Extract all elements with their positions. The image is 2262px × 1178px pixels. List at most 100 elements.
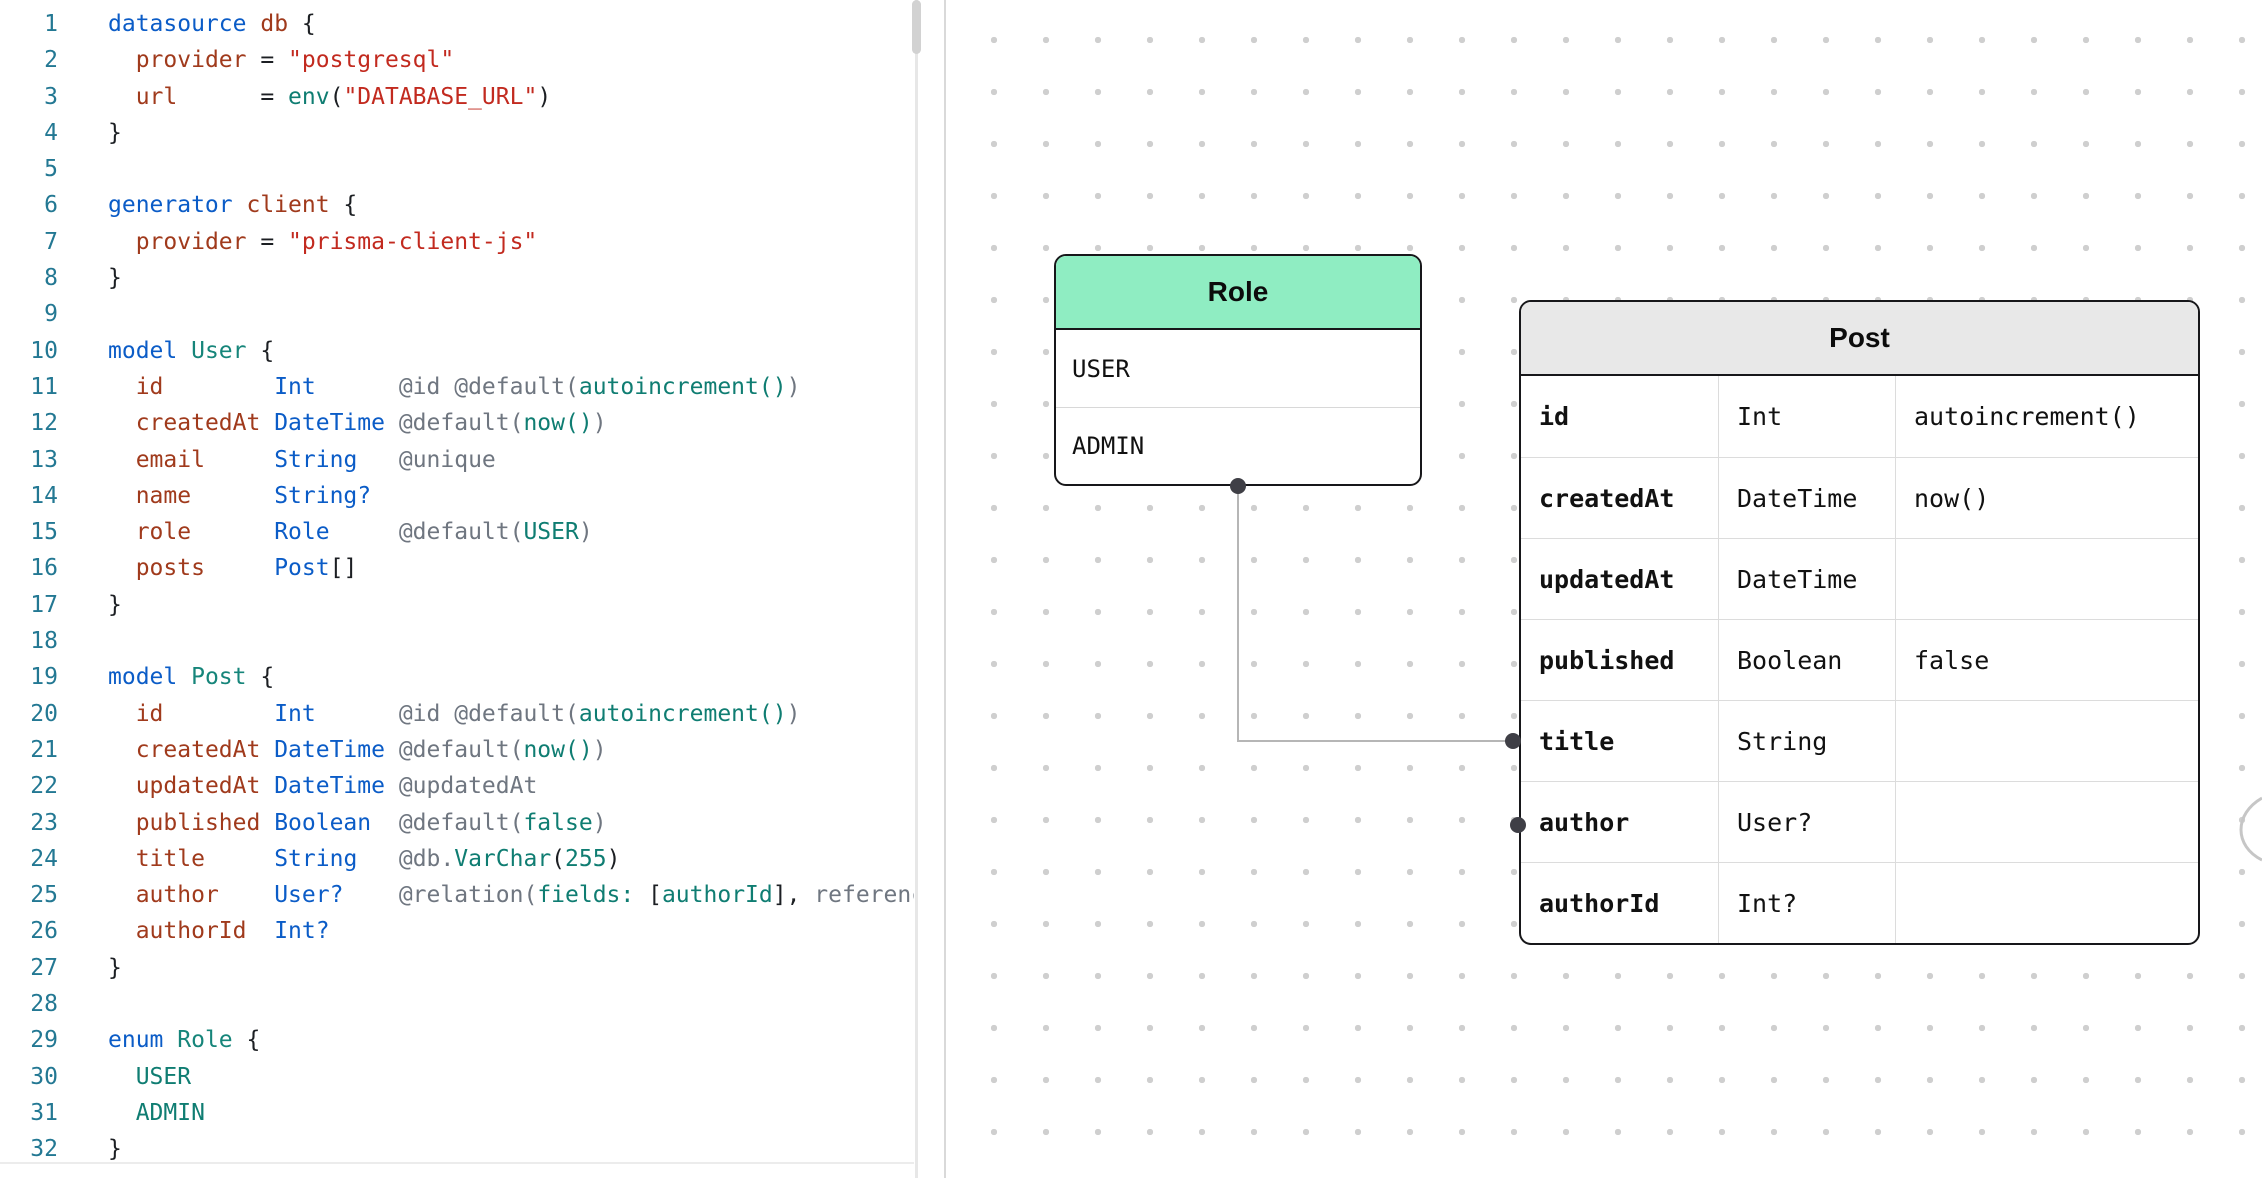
code-line[interactable]: model Post {	[108, 659, 914, 695]
line-number: 9	[44, 301, 58, 328]
code-line[interactable]: published Boolean @default(false)	[108, 805, 914, 841]
field-type-cell: Boolean	[1719, 620, 1896, 700]
line-number: 22	[30, 773, 58, 800]
pane-divider[interactable]	[944, 0, 946, 1178]
code-line[interactable]	[108, 151, 914, 187]
code-token	[108, 374, 136, 400]
line-number: 21	[30, 736, 58, 763]
line-number: 8	[44, 265, 58, 292]
offscreen-relation-edge	[2239, 796, 2262, 862]
field-type-cell: Int	[1719, 376, 1896, 457]
code-line[interactable]: title String @db.VarChar(255)	[108, 841, 914, 877]
code-token	[246, 918, 274, 944]
code-token: authorId	[661, 882, 773, 909]
code-line[interactable]: authorId Int?	[108, 913, 914, 949]
code-line[interactable]: enum Role {	[108, 1022, 914, 1058]
code-token: id	[135, 373, 164, 400]
code-token: Post	[274, 555, 330, 582]
code-line[interactable]: }	[108, 260, 914, 296]
code-line[interactable]: }	[108, 115, 914, 151]
code-token	[108, 773, 136, 799]
code-token	[191, 519, 274, 545]
code-line[interactable]: provider = "prisma-client-js"	[108, 224, 914, 260]
code-line[interactable]: updatedAt DateTime @updatedAt	[108, 768, 914, 804]
code-token	[108, 410, 136, 436]
code-token: @relation(	[398, 882, 538, 909]
edge-endpoint-handle[interactable]	[1505, 733, 1521, 749]
code-line[interactable]: role Role @default(USER)	[108, 514, 914, 550]
editor-code[interactable]: datasource db { provider = "postgresql" …	[108, 6, 914, 1174]
code-token: autoincrement()	[578, 700, 787, 727]
code-line[interactable]: id Int @id @default(autoincrement())	[108, 369, 914, 405]
code-line[interactable]: url = env("DATABASE_URL")	[108, 79, 914, 115]
code-token	[108, 882, 136, 908]
field-default-cell	[1896, 539, 2198, 619]
code-line[interactable]: model User {	[108, 333, 914, 369]
editor-scrollbar[interactable]	[915, 0, 918, 1178]
code-line[interactable]	[108, 623, 914, 659]
code-line[interactable]: email String @unique	[108, 442, 914, 478]
model-node-post-title: Post	[1521, 302, 2198, 376]
code-token: updatedAt	[135, 773, 261, 800]
field-default-cell: now()	[1914, 483, 1990, 513]
code-line[interactable]: generator client {	[108, 187, 914, 223]
code-token	[108, 555, 136, 581]
code-line[interactable]: datasource db {	[108, 6, 914, 42]
code-token	[385, 773, 399, 799]
line-number: 2	[44, 47, 58, 74]
code-token: @db.	[398, 845, 455, 872]
code-line[interactable]: id Int @id @default(autoincrement())	[108, 696, 914, 732]
role-source-handle[interactable]	[1230, 478, 1246, 494]
code-line[interactable]: createdAt DateTime @default(now())	[108, 405, 914, 441]
code-token	[330, 519, 399, 545]
code-token	[108, 229, 136, 255]
line-number: 1	[44, 11, 58, 37]
code-token	[191, 483, 274, 509]
post-author-handle[interactable]	[1510, 817, 1526, 833]
code-token: provider	[135, 228, 247, 255]
code-line[interactable]: name String?	[108, 478, 914, 514]
code-line[interactable]: provider = "postgresql"	[108, 42, 914, 78]
line-number: 3	[44, 83, 58, 110]
code-token: DateTime	[274, 773, 385, 800]
code-token: title	[135, 845, 205, 872]
field-name-cell: id	[1521, 376, 1719, 457]
line-number: 7	[44, 228, 58, 255]
field-default-cell	[1896, 782, 2198, 862]
code-line[interactable]	[108, 296, 914, 332]
code-token	[343, 882, 398, 908]
field-type-cell: User?	[1719, 782, 1896, 862]
code-line[interactable]: ADMIN	[108, 1095, 914, 1131]
code-token: email	[135, 446, 205, 473]
code-token: {	[288, 11, 316, 37]
code-line[interactable]: }	[108, 950, 914, 986]
code-token	[163, 374, 274, 400]
code-line[interactable]: }	[108, 1131, 914, 1167]
code-token: )	[578, 519, 593, 546]
editor-scrollbar-thumb[interactable]	[912, 0, 921, 54]
code-token: }	[108, 591, 122, 618]
code-token: USER	[135, 1063, 192, 1090]
code-line[interactable]: author User? @relation(fields: [authorId…	[108, 877, 914, 913]
code-token	[260, 410, 274, 436]
code-line[interactable]: }	[108, 587, 914, 623]
line-number: 18	[30, 628, 58, 655]
editor-horizontal-scrollbar[interactable]	[0, 1162, 914, 1164]
code-line[interactable]: createdAt DateTime @default(now())	[108, 732, 914, 768]
code-token: String	[274, 446, 358, 473]
code-token	[205, 846, 274, 872]
code-token: published	[135, 809, 261, 836]
code-token: VarChar	[454, 845, 552, 872]
code-line[interactable]	[108, 986, 914, 1022]
code-token: referenc	[814, 882, 914, 909]
code-line[interactable]: posts Post[]	[108, 550, 914, 586]
code-line[interactable]: USER	[108, 1059, 914, 1095]
code-token: User	[191, 337, 247, 364]
code-token: (	[329, 83, 344, 110]
